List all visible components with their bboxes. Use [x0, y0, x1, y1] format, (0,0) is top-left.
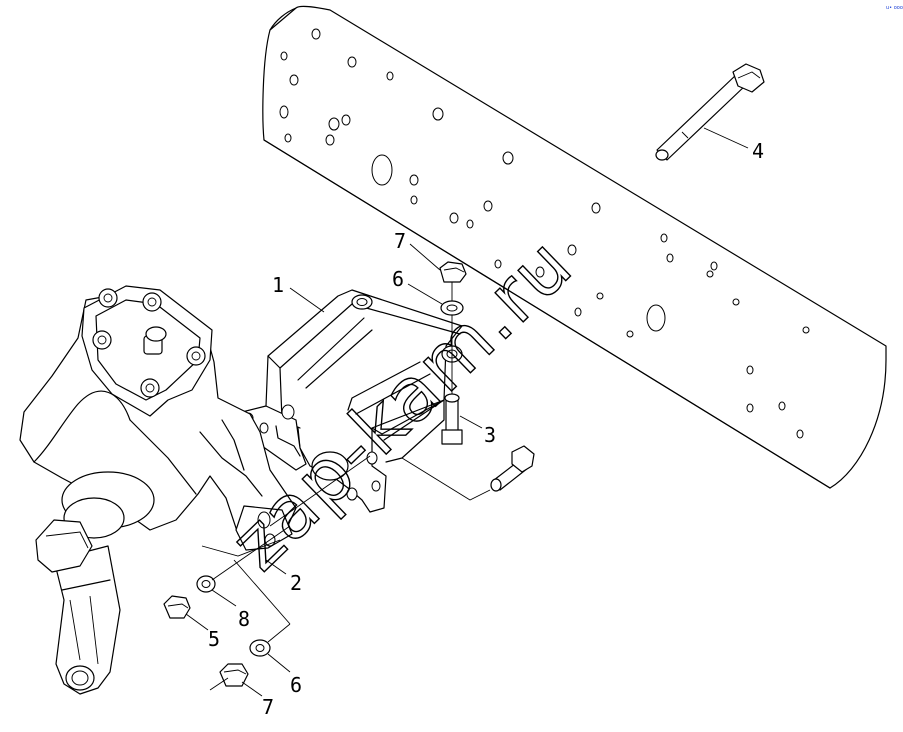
corner-mark: u• ooo — [886, 5, 903, 11]
frame-rail — [262, 5, 887, 489]
callout-6-upper: 6 — [392, 267, 404, 291]
callout-5: 5 — [208, 627, 220, 651]
callout-6-lower: 6 — [290, 673, 302, 697]
callout-labels: 1 2 3 4 5 6 7 8 6 7 — [208, 139, 764, 719]
callout-7-upper: 7 — [394, 229, 406, 253]
callout-4: 4 — [752, 139, 764, 163]
callout-3: 3 — [484, 423, 496, 447]
steering-gear-box — [19, 285, 297, 557]
pitman-arm — [35, 519, 121, 695]
vertical-bolt-set — [439, 261, 467, 445]
long-bolt — [655, 63, 765, 161]
lower-fasteners — [163, 455, 371, 691]
callout-1: 1 — [272, 273, 284, 297]
leader-lines — [185, 127, 749, 697]
callout-2: 2 — [290, 571, 302, 595]
short-bolt — [490, 445, 535, 492]
callout-8: 8 — [238, 607, 250, 631]
callout-7-lower: 7 — [262, 695, 274, 719]
